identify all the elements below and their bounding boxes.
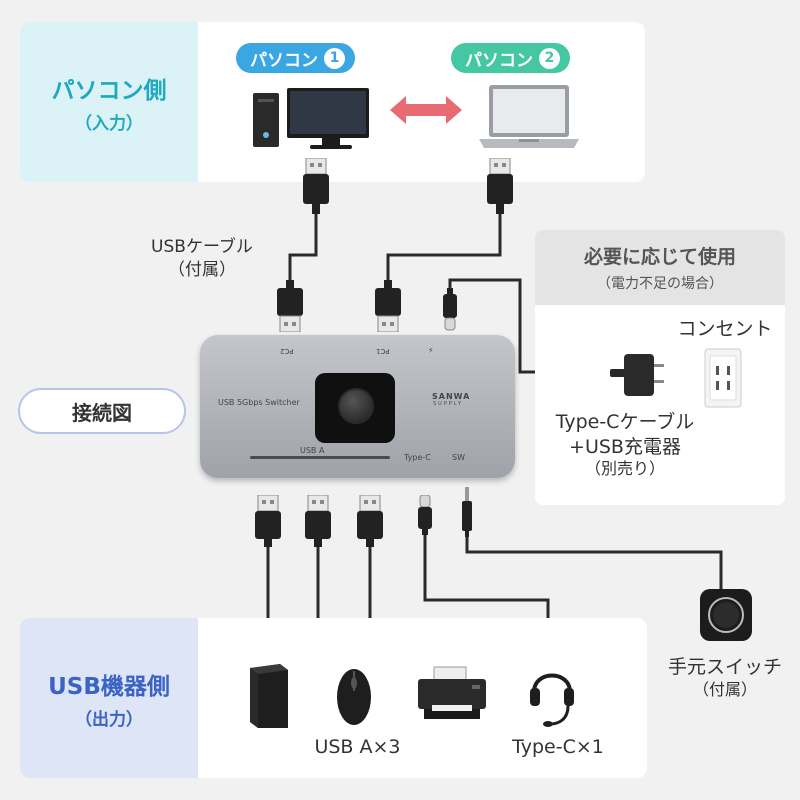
usb-charger-icon <box>610 354 664 396</box>
port-type-c-label: Type-C <box>404 453 431 462</box>
pc-section-title: パソコン側 <box>51 77 167 104</box>
pc1-label: パソコン <box>250 50 318 71</box>
usb-plug-icon <box>375 280 401 332</box>
printer-icon <box>418 666 486 719</box>
pc2-label: パソコン <box>465 50 533 71</box>
usb-plug-icon <box>303 158 329 214</box>
external-hdd-icon <box>250 664 288 728</box>
usb-switcher-device: PC2 PC1 ⚡ USB 5Gbps Switcher SANWA SUPPL… <box>200 335 515 478</box>
brand-logo: SANWA <box>432 392 471 401</box>
type-c-count-label: Type-C×1 <box>512 736 604 758</box>
outlet-label: コンセント <box>677 318 773 340</box>
usb-side-header: USB機器側 （出力） <box>20 618 198 778</box>
usb-plug-icon <box>487 158 513 214</box>
connection-diagram-label: 接続図 <box>18 388 186 434</box>
usb-a-count-label: USB A×3 <box>314 736 401 758</box>
usb-plug-icon <box>255 495 281 547</box>
headset-icon <box>530 673 574 727</box>
charger-label: Type-Cケーブル +USB充電器 （別売り） <box>555 411 695 479</box>
power-port-icon: ⚡ <box>428 346 434 355</box>
switch-arrow-icon <box>390 96 462 124</box>
optional-subtitle: （電力不足の場合） <box>597 276 723 292</box>
type-c-plug-icon <box>443 288 457 331</box>
usb-plug-icon <box>277 280 303 332</box>
usb-plug-icon <box>305 495 331 547</box>
desktop-pc-icon <box>253 88 369 149</box>
optional-power-section: 必要に応じて使用 （電力不足の場合） <box>535 230 785 505</box>
hand-switch-label: 手元スイッチ （付属） <box>667 656 782 699</box>
hand-switch-icon <box>700 589 752 641</box>
power-outlet-icon <box>704 348 742 408</box>
usb-a-port-strip <box>250 456 390 459</box>
pc-section-subtitle: （入力） <box>75 113 143 134</box>
device-model-text: USB 5Gbps Switcher <box>218 398 300 407</box>
type-c-plug-icon <box>418 495 432 535</box>
usb-section-title: USB機器側 <box>48 673 170 700</box>
usb-section-subtitle: （出力） <box>75 709 143 730</box>
usb-cable-label: USBケーブル （付属） <box>151 237 253 280</box>
pc-side-header: パソコン側 （入力） <box>20 22 198 182</box>
optional-title: 必要に応じて使用 <box>583 246 736 268</box>
device-switch-button[interactable] <box>315 373 395 443</box>
optional-header: 必要に応じて使用 （電力不足の場合） <box>535 230 785 305</box>
brand-sub: SUPPLY <box>433 401 464 407</box>
audio-plug-icon <box>462 487 472 537</box>
pc1-badge: パソコン 1 <box>236 43 355 73</box>
port-pc1-label: PC1 <box>376 347 390 355</box>
port-usb-a-label: USB A <box>300 446 325 455</box>
switch-knob-icon <box>338 388 374 424</box>
laptop-icon <box>479 85 579 148</box>
pc1-number: 1 <box>324 47 345 69</box>
usb-device-section: USB機器側 （出力） <box>20 618 647 778</box>
port-pc2-label: PC2 <box>280 347 294 355</box>
pc2-number: 2 <box>539 47 560 69</box>
port-sw-label: SW <box>452 453 465 462</box>
usb-plug-icon <box>357 495 383 547</box>
mouse-icon <box>337 669 371 725</box>
pc2-badge: パソコン 2 <box>451 43 570 73</box>
